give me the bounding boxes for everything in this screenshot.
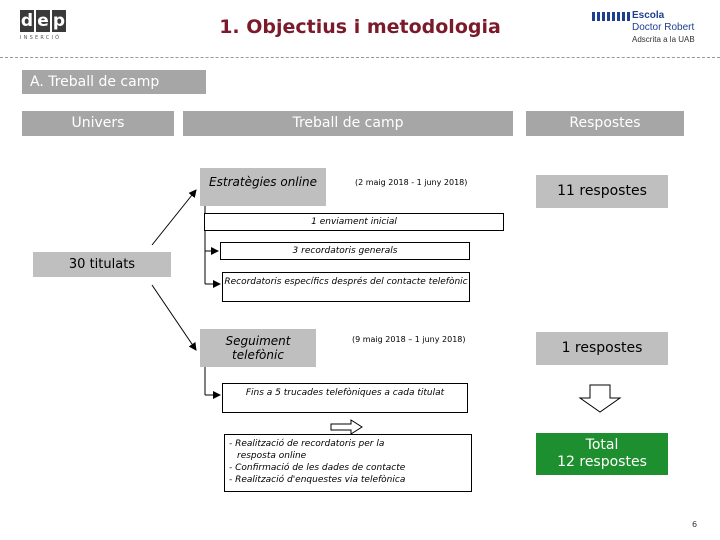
logo-subtitle: INSERCIÓ: [20, 35, 62, 41]
step-specific-reminders: Recordatoris específics després del cont…: [222, 272, 470, 302]
logo-letter: d: [20, 10, 34, 32]
online-strategies-box: Estratègies online: [200, 168, 326, 206]
arrow-to-online: [151, 189, 197, 246]
page-title: 1. Objectius i metodologia: [219, 16, 501, 38]
phone-result: 1 respostes: [536, 332, 668, 365]
total-value: 12 respostes: [557, 454, 647, 470]
note-line: - Realització de recordatoris per la: [229, 439, 385, 449]
column-header-treball: Treball de camp: [183, 111, 513, 136]
total-label: Total: [585, 437, 619, 453]
logo-line-3: Adscrita a la UAB: [632, 35, 695, 44]
section-label: A. Treball de camp: [22, 70, 206, 94]
note-line: - Realització d'enquestes via telefònica: [229, 475, 406, 485]
logo-line-1: Escola: [632, 10, 665, 21]
dep-logo: d e p INSERCIÓ: [20, 10, 70, 44]
logo-line-2: Doctor Robert: [632, 22, 695, 33]
logo-bars-icon: [592, 12, 630, 21]
phone-notes-box: - Realització de recordatoris per la res…: [224, 434, 472, 492]
column-header-univers: Univers: [22, 111, 174, 136]
logo-letter: e: [36, 10, 50, 32]
note-line: resposta online: [237, 451, 307, 461]
page-number: 6: [692, 520, 698, 529]
arrow-to-phone: [151, 284, 197, 351]
total-box: Total 12 respostes: [536, 433, 668, 475]
step-general-reminders: 3 recordatoris generals: [220, 242, 470, 260]
down-arrow-icon: [578, 384, 622, 413]
logo-letter: p: [52, 10, 66, 32]
step-initial-send: 1 enviament inicial: [204, 213, 504, 231]
phone-followup-box: Seguiment telefònic: [200, 329, 316, 367]
note-line: - Confirmació de les dades de contacte: [229, 463, 406, 473]
right-arrow-icon: [330, 419, 363, 435]
escola-logo: Escola Doctor Robert Adscrita a la UAB: [592, 10, 704, 46]
column-header-respostes: Respostes: [526, 111, 684, 136]
phone-dates: (9 maig 2018 – 1 juny 2018): [352, 335, 466, 344]
header-divider: [0, 57, 720, 58]
online-dates: (2 maig 2018 - 1 juny 2018): [355, 178, 468, 187]
univers-box: 30 titulats: [33, 252, 171, 277]
online-result: 11 respostes: [536, 175, 668, 208]
step-phone-calls: Fins a 5 trucades telefòniques a cada ti…: [222, 383, 468, 413]
